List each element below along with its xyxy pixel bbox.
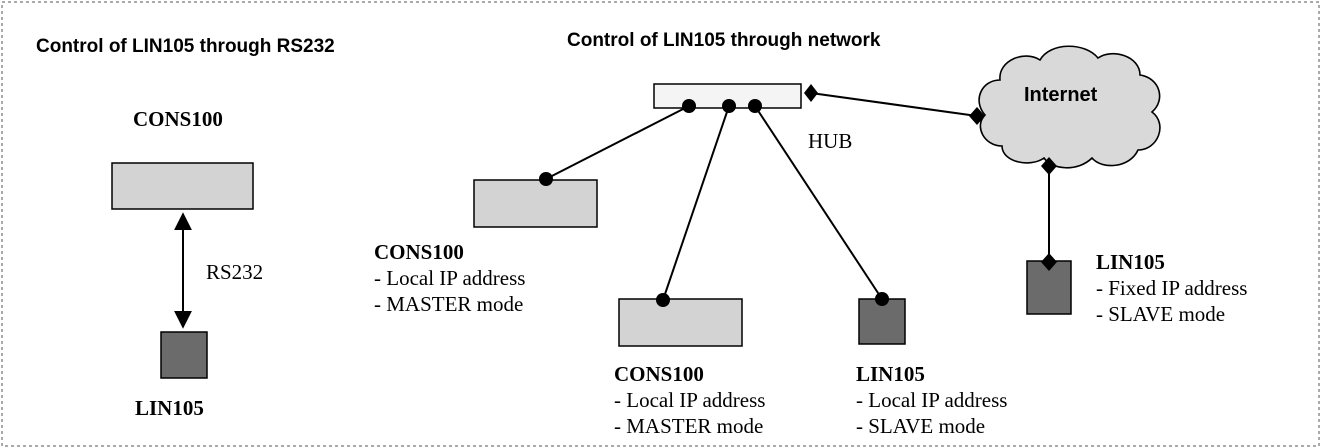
hub-uplink-port bbox=[804, 84, 818, 102]
hub-label: HUB bbox=[808, 129, 852, 153]
rs232-console-label: CONS100 bbox=[133, 107, 223, 131]
internet-label: Internet bbox=[1024, 84, 1098, 106]
cable-hub-cons-b bbox=[662, 105, 730, 301]
cons100-b-line1: - Local IP address bbox=[614, 388, 765, 412]
lin105-remote-line1: - Fixed IP address bbox=[1096, 276, 1247, 300]
cons100-a-port bbox=[539, 172, 553, 186]
lin105-local-port bbox=[875, 292, 889, 306]
title-rs232: Control of LIN105 through RS232 bbox=[36, 36, 335, 57]
cons100-b-port bbox=[656, 293, 670, 307]
lin105-local-box bbox=[858, 298, 906, 345]
cons100-a-name: CONS100 bbox=[374, 240, 464, 264]
lin105-remote-port bbox=[1041, 253, 1057, 271]
cons100-a-box bbox=[473, 179, 598, 228]
hub-port-3 bbox=[748, 99, 762, 113]
lin105-local-line2: - SLAVE mode bbox=[856, 414, 985, 438]
internet-port-hub-side bbox=[969, 107, 985, 125]
lin105-local-name: LIN105 bbox=[856, 362, 925, 386]
cons100-b-line2: - MASTER mode bbox=[614, 414, 763, 438]
lin105-remote-name: LIN105 bbox=[1096, 250, 1165, 274]
cable-hub-internet bbox=[810, 92, 978, 117]
lin105-local-line1: - Local IP address bbox=[856, 388, 1007, 412]
cons100-b-name: CONS100 bbox=[614, 362, 704, 386]
rs232-link-label: RS232 bbox=[206, 260, 263, 284]
rs232-console-box bbox=[111, 162, 254, 210]
hub-port-2 bbox=[722, 99, 736, 113]
rs232-lin105-label: LIN105 bbox=[135, 396, 204, 420]
cons100-a-line2: - MASTER mode bbox=[374, 292, 523, 316]
hub-port-1 bbox=[682, 99, 696, 113]
lin105-remote-box bbox=[1026, 260, 1072, 315]
internet-port-lin-side bbox=[1041, 157, 1057, 175]
cons100-a-line1: - Local IP address bbox=[374, 266, 525, 290]
lin105-remote-line2: - SLAVE mode bbox=[1096, 302, 1225, 326]
internet-cloud: Internet bbox=[978, 45, 1161, 169]
cable-hub-lin-local bbox=[754, 105, 883, 300]
cable-hub-cons-a bbox=[545, 105, 690, 180]
title-network: Control of LIN105 through network bbox=[567, 30, 881, 51]
rs232-lin105-box bbox=[160, 331, 208, 379]
cons100-b-box bbox=[618, 298, 743, 347]
